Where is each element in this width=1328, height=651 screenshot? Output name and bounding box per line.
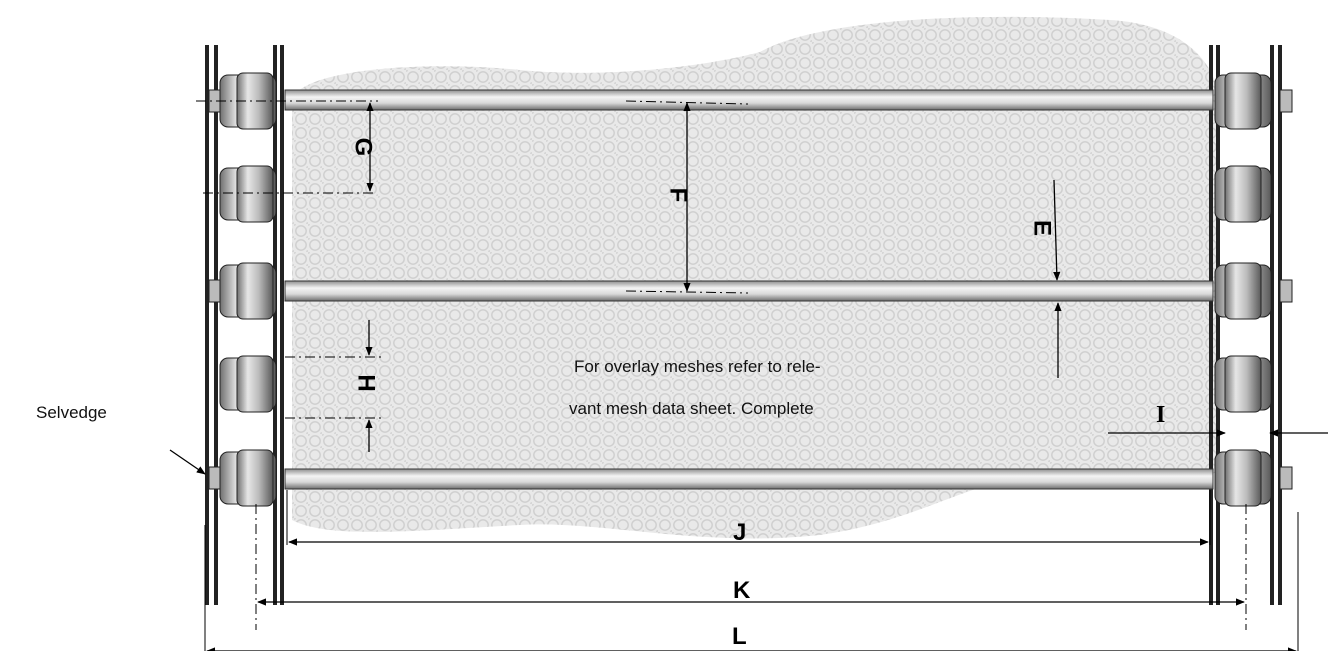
- roller: [1214, 449, 1293, 507]
- dim-e-arrow-top: [1053, 179, 1061, 281]
- extension-lines: [204, 490, 1299, 651]
- note-line-1: For overlay meshes refer to rele-: [574, 357, 821, 376]
- note-line-2: vant mesh data sheet. Complete: [569, 399, 814, 418]
- center-lines: [196, 100, 1247, 630]
- right-rollers: [1214, 72, 1293, 507]
- roller: [1214, 72, 1293, 130]
- roller: [208, 262, 277, 320]
- label-l: L: [732, 623, 747, 650]
- label-f: F: [665, 188, 692, 203]
- label-i: I: [1156, 402, 1165, 428]
- label-g: G: [350, 138, 377, 157]
- roller: [1214, 165, 1272, 223]
- roller: [219, 165, 277, 223]
- label-j: J: [733, 519, 746, 546]
- roller: [208, 449, 277, 507]
- label-h: H: [353, 374, 380, 391]
- selvedge-label: Selvedge: [36, 403, 107, 422]
- cross-rods: [284, 89, 1214, 490]
- label-k: K: [733, 577, 751, 604]
- roller: [1214, 355, 1272, 413]
- roller: [1214, 262, 1293, 320]
- right-chain: [1209, 45, 1282, 605]
- label-e: E: [1029, 220, 1056, 236]
- left-chain: [205, 45, 284, 605]
- mesh-background: [292, 16, 1220, 539]
- roller: [208, 72, 277, 130]
- selvedge-arrow: [169, 449, 206, 475]
- left-rollers: [208, 72, 277, 507]
- dimension-arrows: [169, 102, 1328, 651]
- roller: [219, 355, 277, 413]
